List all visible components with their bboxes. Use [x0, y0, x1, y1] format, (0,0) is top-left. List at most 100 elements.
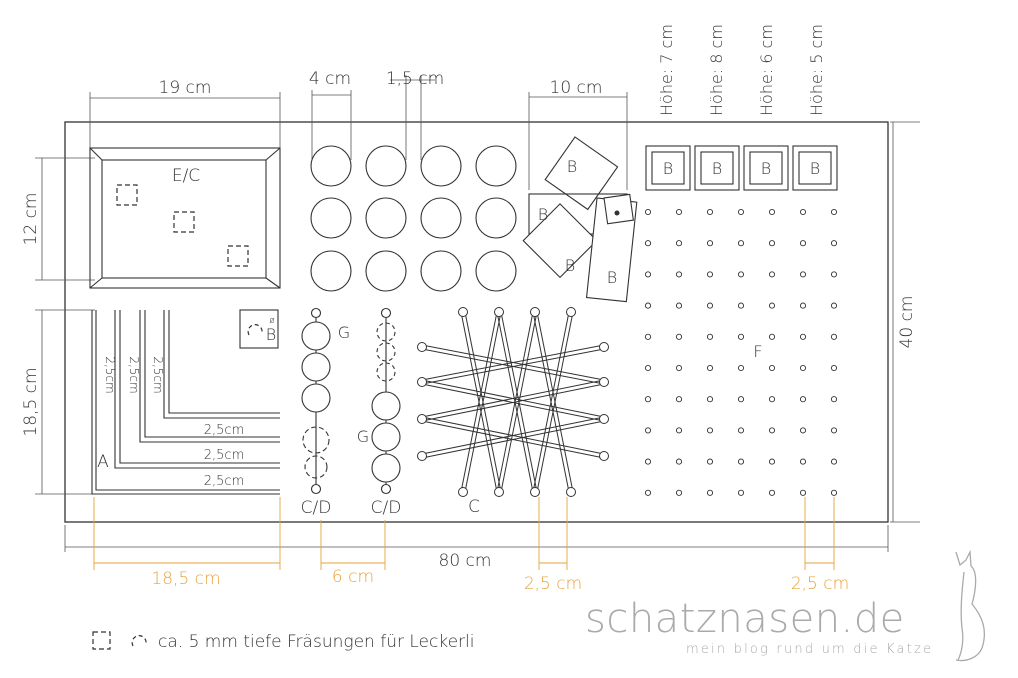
hole	[475, 145, 517, 187]
block-b-small	[239, 309, 279, 349]
string-dimension	[538, 497, 568, 570]
hole	[420, 197, 462, 239]
brand-name: schatznasen.de	[585, 596, 905, 642]
ball	[301, 352, 331, 382]
rod-left	[301, 307, 331, 495]
holes-dimension-4cm	[311, 90, 352, 160]
section-ec-label: E/C	[172, 166, 200, 186]
peg-hole	[768, 302, 776, 309]
peg-hole	[799, 240, 807, 247]
height-block-label: B	[810, 159, 820, 178]
peg-hole	[830, 240, 838, 247]
peg-hole	[675, 302, 683, 309]
peg-hole	[644, 458, 652, 465]
peg-hole	[768, 458, 776, 465]
rods-dimension	[320, 520, 386, 570]
peg-hole	[737, 364, 745, 372]
treat-pocket-square	[116, 184, 138, 206]
height-label: Höhe: 7 cm	[657, 24, 676, 116]
peg-hole	[737, 489, 745, 496]
treat-pocket-square	[227, 245, 249, 267]
peg-hole	[768, 364, 776, 372]
height-block	[694, 145, 740, 191]
rail-spacing-label: 2,5cm	[204, 448, 245, 463]
peg-hole	[644, 271, 652, 278]
peg-hole	[644, 333, 652, 340]
peg-hole	[706, 271, 714, 278]
peg-hole	[737, 240, 745, 247]
section-ec-dimension-height	[35, 157, 95, 281]
string-field-label: C	[468, 497, 480, 517]
blocks-dimension-10cm	[528, 92, 628, 190]
cat-logo-icon	[955, 549, 986, 662]
peg-hole	[768, 427, 776, 434]
dimension-40cm-label: 40 cm	[897, 296, 917, 349]
peg-hole	[737, 302, 745, 309]
peg-field	[644, 208, 838, 496]
peg-hole	[830, 208, 838, 216]
dimension-40cm	[890, 121, 920, 523]
peg-hole	[799, 271, 807, 278]
peg-hole	[706, 489, 714, 496]
rods-spacing-label: 6 cm	[332, 567, 374, 587]
height-block-label: B	[712, 159, 722, 178]
section-ec-height-label: 12 cm	[21, 193, 41, 246]
peg-hole	[830, 271, 838, 278]
section-a-height-label: 18,5 cm	[21, 367, 41, 436]
peg-hole	[799, 208, 807, 216]
peg-hole	[675, 489, 683, 496]
treat-pocket-square	[173, 211, 195, 233]
peg-hole	[799, 458, 807, 465]
peg-field-label: F	[753, 342, 762, 361]
hole	[310, 250, 352, 292]
peg-hole	[706, 208, 714, 216]
peg-hole	[768, 396, 776, 403]
block-b-small-square	[603, 193, 634, 225]
block-b-small-mark: ø	[269, 316, 275, 326]
peg-hole	[706, 302, 714, 309]
ball	[371, 391, 401, 421]
height-block-label: B	[663, 159, 673, 178]
peg-field-dimension	[804, 497, 835, 570]
block-b-label: B	[567, 157, 577, 176]
block-b-label: B	[538, 205, 548, 224]
string-spacing-label: 2,5 cm	[524, 574, 582, 594]
section-ec-box	[89, 147, 281, 289]
height-label: Höhe: 8 cm	[707, 24, 726, 116]
pivot-point	[614, 210, 620, 216]
hole	[365, 250, 407, 292]
peg-hole	[675, 240, 683, 247]
peg-hole	[706, 396, 714, 403]
block-b-label: B	[565, 256, 575, 275]
string-field	[421, 311, 605, 493]
block-b	[522, 203, 598, 279]
peg-hole	[675, 458, 683, 465]
peg-hole	[768, 240, 776, 247]
peg-hole	[644, 240, 652, 247]
height-block-label: B	[761, 159, 771, 178]
ball-outline	[304, 455, 328, 479]
rotating-blocks	[522, 136, 638, 303]
peg-hole	[644, 302, 652, 309]
dimension-80cm-label: 80 cm	[439, 551, 492, 571]
board-outline	[64, 121, 889, 523]
string-pegs	[417, 307, 609, 497]
peg-field-spacing-label: 2,5 cm	[791, 574, 849, 594]
ball-outline	[376, 322, 396, 342]
peg-hole	[644, 208, 652, 216]
peg-hole	[675, 333, 683, 340]
peg-hole	[799, 302, 807, 309]
peg-hole	[799, 427, 807, 434]
peg-hole	[706, 240, 714, 247]
ball-outline	[302, 426, 330, 454]
legend-square-icon	[92, 631, 111, 650]
legend-round-icon	[131, 635, 147, 647]
peg-hole	[768, 271, 776, 278]
rod-left-label-cd: C/D	[301, 498, 332, 518]
blocks-width-label: 10 cm	[550, 78, 603, 98]
ball	[301, 321, 331, 351]
peg-hole	[737, 458, 745, 465]
hole	[310, 145, 352, 187]
section-a-dimension-width	[93, 497, 281, 570]
